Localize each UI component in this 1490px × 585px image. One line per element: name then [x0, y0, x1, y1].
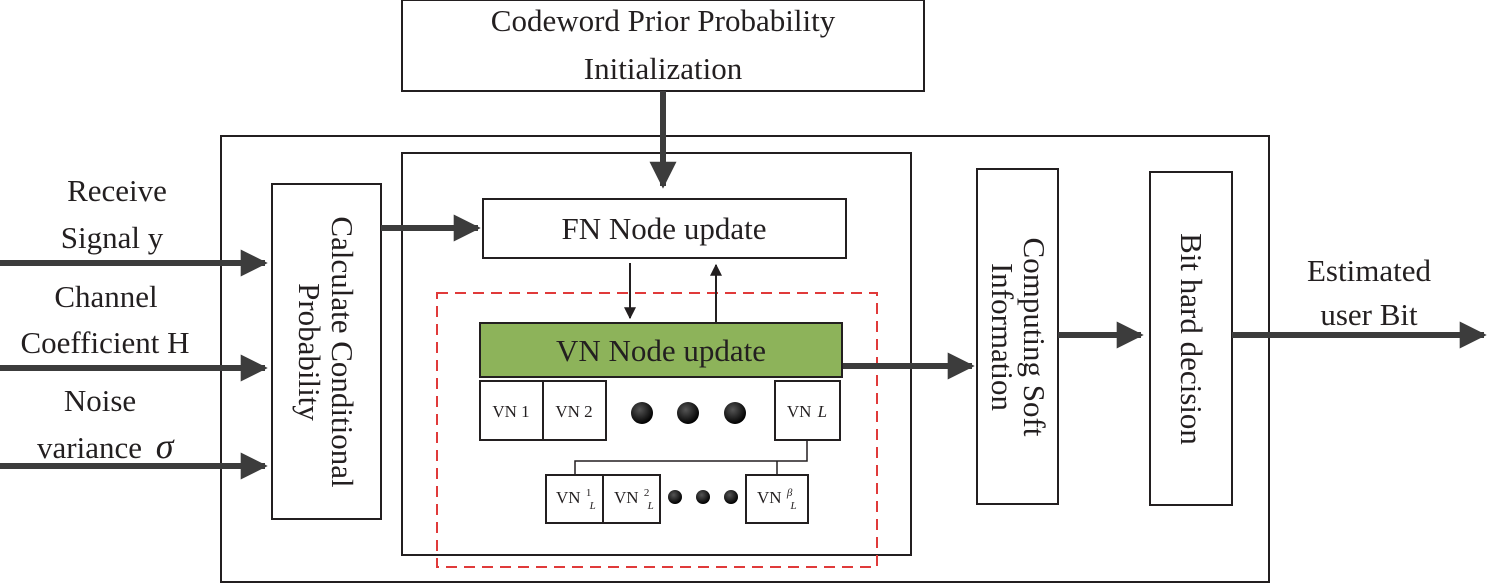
- vn-1-node: [479, 380, 544, 441]
- vn-2-node: [542, 380, 607, 441]
- noise-variance-word: variance: [37, 430, 142, 465]
- fn-node-update-box: [482, 198, 847, 259]
- prior-probability-line2: Initialization: [584, 51, 743, 86]
- vn-2-label: VN 2: [555, 402, 592, 421]
- receive-signal-label-line1: Receive: [67, 173, 167, 208]
- vn-l-1-label: VN 1 L: [556, 481, 596, 512]
- sub-ellipsis-dot: [668, 490, 682, 504]
- conditional-probability-line2: Probability: [292, 283, 327, 421]
- vn-l-node: [774, 380, 841, 441]
- channel-coefficient-label-line2: Coefficient H: [20, 325, 189, 360]
- vn-1-label: VN 1: [492, 402, 529, 421]
- sigma-symbol: σ: [156, 426, 175, 466]
- conditional-probability-line1: Calculate Conditional: [325, 216, 360, 487]
- hard-decision-label: Bit hard decision: [1174, 233, 1209, 445]
- estimated-user-bit-line2: user Bit: [1320, 297, 1418, 332]
- soft-information-line2: Information: [985, 263, 1020, 412]
- vn-l-2-node: [602, 474, 661, 524]
- noise-variance-label-line1: Noise: [64, 383, 136, 418]
- vn-l-expansion-bracket: [574, 440, 808, 475]
- iterative-update-frame: [401, 152, 912, 556]
- vn-ellipsis-dot: [631, 402, 653, 424]
- fn-node-update-label: FN Node update: [562, 211, 767, 246]
- noise-variance-label-line2: variance σ: [37, 426, 175, 466]
- vn-l-label: VN L: [787, 402, 827, 421]
- vn-ellipsis-dot: [724, 402, 746, 424]
- decoder-outer-frame: [220, 135, 1270, 583]
- vn-group-dashed-region: [436, 292, 878, 568]
- prior-probability-box: [401, 0, 925, 92]
- prior-probability-line1: Codeword Prior Probability: [491, 3, 836, 38]
- channel-coefficient-label-line1: Channel: [54, 279, 157, 314]
- soft-information-box: [976, 168, 1059, 505]
- vn-node-update-box: [479, 322, 843, 378]
- sub-ellipsis-dot: [696, 490, 710, 504]
- estimated-user-bit-line1: Estimated: [1307, 253, 1431, 288]
- vn-l-beta-node: [745, 474, 809, 524]
- conditional-probability-box: [271, 183, 382, 520]
- sub-ellipsis-dot: [724, 490, 738, 504]
- vn-l-beta-label: VN β L: [757, 481, 797, 512]
- receive-signal-label-line2: Signal y: [61, 220, 164, 255]
- vn-l-2-label: VN 2 L: [614, 481, 654, 512]
- vn-ellipsis-dot: [677, 402, 699, 424]
- vn-node-update-label: VN Node update: [556, 333, 766, 368]
- soft-information-line1: Computing Soft: [1017, 238, 1052, 437]
- hard-decision-box: [1149, 171, 1233, 506]
